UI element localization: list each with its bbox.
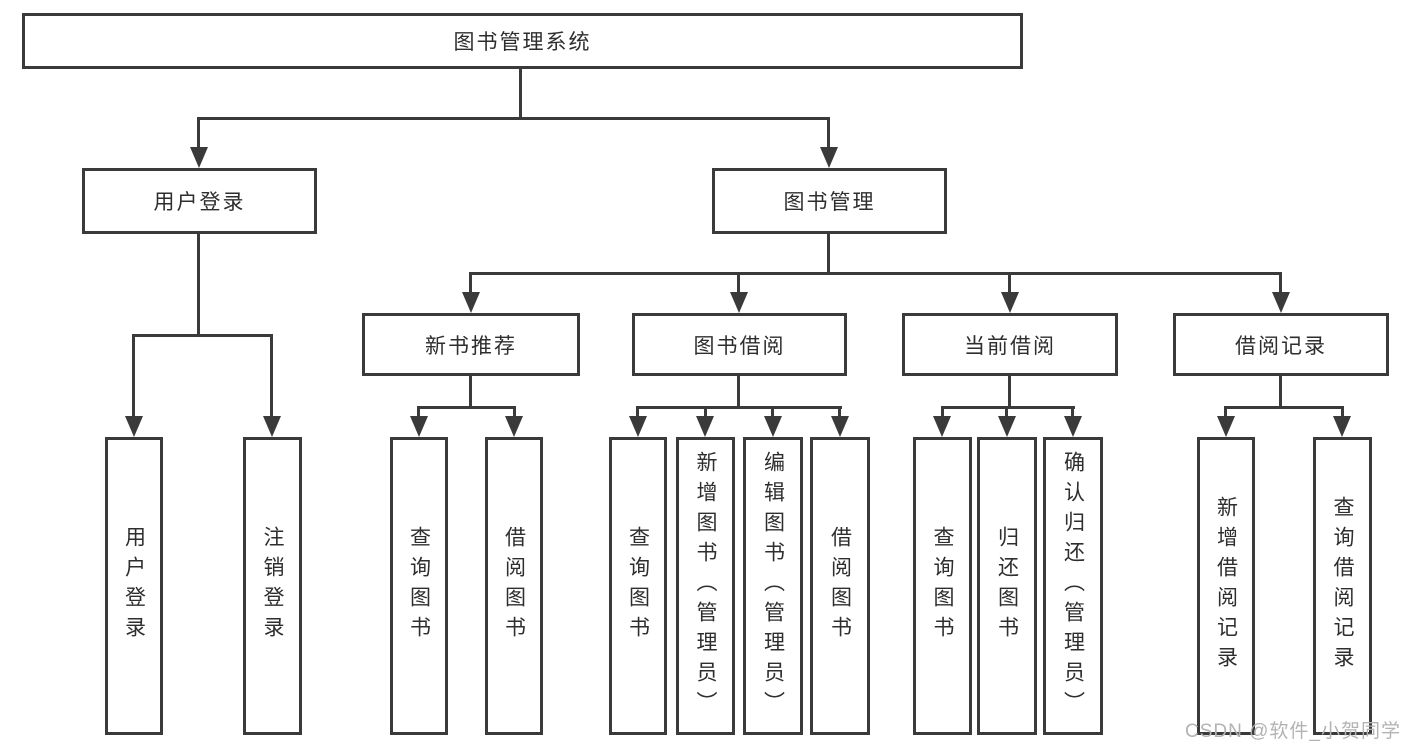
node-leaf-borrow-books-recommend: 借阅图书 (485, 437, 543, 735)
node-leaf-return-book-label: 归还图书 (995, 526, 1019, 646)
arrowhead-down-icon (730, 292, 748, 313)
arrowhead-down-icon (505, 416, 523, 437)
connector-level2-rail (197, 117, 830, 120)
node-root-label: 图书管理系统 (453, 31, 592, 54)
node-leaf-add-borrow-record-label: 新增借阅记录 (1214, 496, 1238, 676)
connector-book-borrowing-stem (737, 376, 740, 409)
connector-new-book-stem (469, 376, 472, 409)
node-current-borrowing-label: 当前借阅 (964, 334, 1056, 358)
connector-drop (1005, 406, 1008, 418)
arrowhead-down-icon (820, 147, 838, 168)
connector-borrowing-records-rail (1224, 406, 1344, 409)
connector-drop (197, 117, 200, 150)
connector-user-login-rail (132, 334, 273, 337)
watermark: CSDN @软件_小贺同学 (1185, 721, 1401, 742)
node-book-borrowing-label: 图书借阅 (693, 334, 786, 358)
node-leaf-query-books-current-label: 查询图书 (931, 526, 954, 646)
connector-drop (270, 334, 273, 418)
node-leaf-query-books-recommend-label: 查询图书 (407, 526, 431, 646)
arrowhead-down-icon (263, 416, 281, 437)
node-current-borrowing: 当前借阅 (902, 313, 1118, 376)
connector-drop (941, 406, 944, 418)
arrowhead-down-icon (462, 292, 480, 313)
node-leaf-borrow-books-borrowing: 借阅图书 (810, 437, 870, 735)
node-leaf-confirm-return-admin-label: 确认归还（管理员） (1061, 451, 1085, 721)
connector-root-stem (519, 69, 522, 120)
connector-drop (1008, 272, 1011, 295)
node-leaf-add-book-admin: 新增图书（管理员） (676, 437, 735, 735)
node-leaf-confirm-return-admin: 确认归还（管理员） (1043, 437, 1103, 735)
node-leaf-logout: 注销登录 (243, 437, 302, 735)
arrowhead-down-icon (998, 416, 1016, 437)
connector-drop (1341, 406, 1344, 418)
connector-drop (417, 406, 420, 418)
node-book-management: 图书管理 (712, 168, 947, 234)
connector-drop (636, 406, 639, 418)
arrowhead-down-icon (1333, 416, 1351, 437)
arrowhead-down-icon (125, 416, 143, 437)
arrowhead-down-icon (764, 416, 782, 437)
node-borrowing-records: 借阅记录 (1173, 313, 1389, 376)
node-leaf-borrow-books-recommend-label: 借阅图书 (502, 526, 526, 646)
arrowhead-down-icon (1064, 416, 1082, 437)
arrowhead-down-icon (696, 416, 714, 437)
connector-drop (1279, 272, 1282, 295)
arrowhead-down-icon (1217, 416, 1235, 437)
connector-drop (469, 272, 472, 295)
connector-drop (838, 406, 841, 418)
node-leaf-user-login: 用户登录 (105, 437, 163, 735)
arrowhead-down-icon (933, 416, 951, 437)
connector-drop (704, 406, 707, 418)
node-leaf-logout-label: 注销登录 (261, 526, 284, 646)
arrowhead-down-icon (190, 147, 208, 168)
node-book-management-label: 图书管理 (783, 191, 876, 214)
node-book-borrowing: 图书借阅 (632, 313, 847, 376)
node-leaf-query-books-borrowing-label: 查询图书 (626, 526, 650, 646)
arrowhead-down-icon (629, 416, 647, 437)
arrowhead-down-icon (831, 416, 849, 437)
node-leaf-add-borrow-record: 新增借阅记录 (1197, 437, 1255, 735)
connector-drop (1224, 406, 1227, 418)
node-borrowing-records-label: 借阅记录 (1235, 334, 1327, 358)
node-leaf-return-book: 归还图书 (977, 437, 1037, 735)
connector-drop (513, 406, 516, 418)
connector-borrowing-records-stem (1279, 376, 1282, 409)
node-leaf-user-login-label: 用户登录 (122, 526, 146, 646)
node-leaf-query-borrow-record-label: 查询借阅记录 (1331, 496, 1354, 676)
connector-drop (827, 117, 830, 150)
arrowhead-down-icon (410, 416, 428, 437)
node-leaf-query-books-recommend: 查询图书 (390, 437, 448, 735)
node-user-login-label: 用户登录 (153, 191, 246, 214)
node-leaf-query-borrow-record: 查询借阅记录 (1313, 437, 1372, 735)
connector-drop (737, 272, 740, 295)
node-leaf-edit-book-admin-label: 编辑图书（管理员） (761, 451, 785, 721)
connector-drop (771, 406, 774, 418)
node-root: 图书管理系统 (22, 13, 1023, 69)
node-new-book-recommend-label: 新书推荐 (425, 334, 517, 358)
connector-new-book-rail (417, 406, 516, 409)
connector-book-borrowing-rail (636, 406, 842, 409)
node-leaf-edit-book-admin: 编辑图书（管理员） (743, 437, 803, 735)
node-new-book-recommend: 新书推荐 (362, 313, 580, 376)
node-leaf-query-books-current: 查询图书 (913, 437, 972, 735)
node-leaf-query-books-borrowing: 查询图书 (609, 437, 667, 735)
connector-drop (132, 334, 135, 418)
arrowhead-down-icon (1001, 292, 1019, 313)
node-user-login: 用户登录 (82, 168, 317, 234)
node-leaf-borrow-books-borrowing-label: 借阅图书 (828, 526, 852, 646)
node-leaf-add-book-admin-label: 新增图书（管理员） (694, 451, 717, 721)
connector-drop (1071, 406, 1074, 418)
connector-current-borrowing-stem (1008, 376, 1011, 409)
connector-current-borrowing-rail (941, 406, 1075, 409)
arrowhead-down-icon (1272, 292, 1290, 313)
connector-level3-rail (469, 272, 1282, 275)
connector-book-management-stem (827, 234, 830, 275)
connector-user-login-stem (197, 233, 200, 336)
